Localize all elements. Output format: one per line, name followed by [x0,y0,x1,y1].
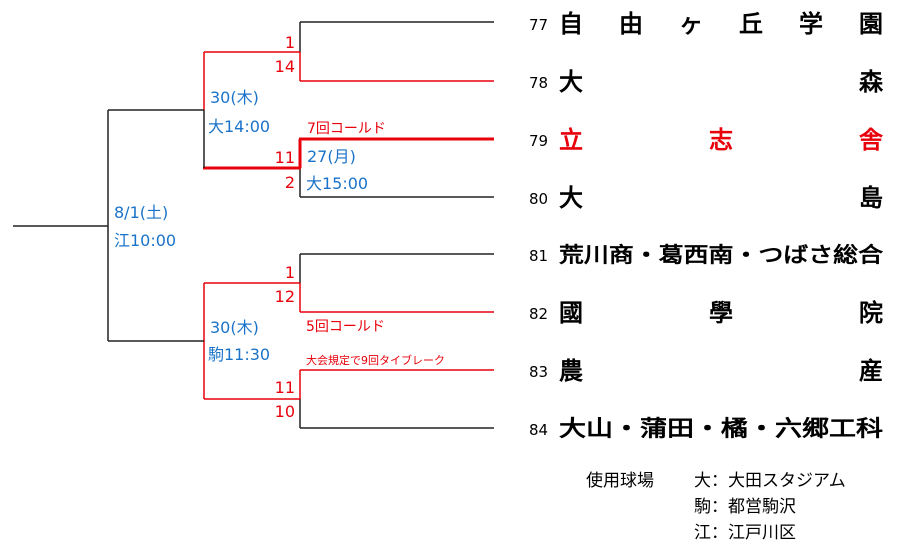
team-name-82: 國學院 [559,299,883,327]
score-m2-top: 11 [275,148,295,167]
score-m3-top: 1 [285,263,295,282]
team-name-80: 大島 [559,184,883,212]
final-time: 江10:00 [114,231,176,250]
team-name-84: 大山・蒲田・橘・六郷工科 [559,416,883,442]
note-m4-tiebreak: 大会規定で9回タイブレーク [306,353,445,367]
venue-legend-edogawa: 江：江戸川区 [694,523,796,543]
venue-legend-komazawa: 駒：都営駒沢 [694,497,796,517]
score-m2-bottom: 2 [285,173,295,192]
note-m3-called: 5回コールド [306,319,385,335]
venue-legend-ota: 大：大田スタジアム [694,471,846,491]
lower-r1-date: 30(木) [210,318,259,337]
team-name-83: 農産 [559,357,883,385]
team-name-79: 立志舎 [559,126,884,154]
seed-number-80: 80 [529,190,548,208]
m2-time: 大15:00 [306,174,368,193]
lower-r1-time: 駒11:30 [208,345,270,364]
score-m3-bottom: 12 [275,287,295,306]
m2-date: 27(月) [307,147,356,166]
venue-legend-heading: 使用球場 [586,470,654,491]
seed-number-78: 78 [529,74,548,92]
seed-number-82: 82 [529,305,548,323]
seed-number-81: 81 [529,247,548,265]
seed-number-84: 84 [529,421,548,439]
team-name-81: 荒川商・葛西南・つばさ総合 [559,243,884,267]
seed-number-83: 83 [529,363,548,381]
upper-r1-date: 30(木) [210,88,259,107]
team-name-78: 大森 [559,68,884,96]
seed-number-79: 79 [529,132,548,150]
score-m4-top: 11 [275,378,295,397]
score-m1-bottom: 14 [275,57,295,76]
team-name-77: 自由ヶ丘学園 [559,10,883,38]
final-date: 8/1(土) [114,203,168,222]
score-m1-top: 1 [285,33,295,52]
upper-r1-time: 大14:00 [208,117,270,136]
seed-number-77: 77 [529,16,548,34]
note-m2-called: 7回コールド [307,121,386,137]
score-m4-bottom: 10 [275,402,295,421]
